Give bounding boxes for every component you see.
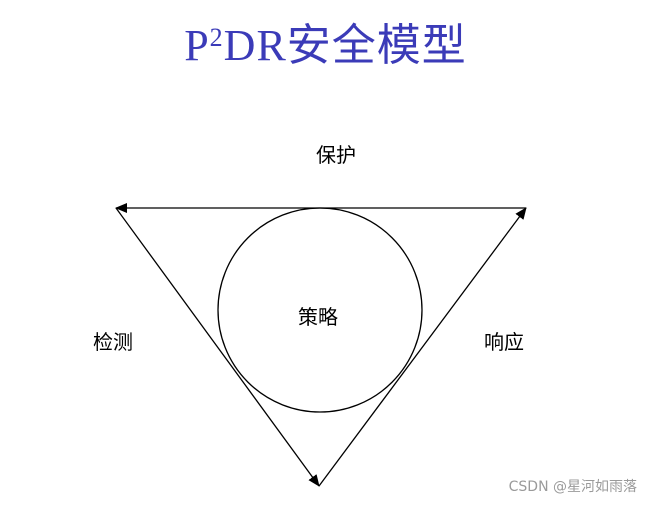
detect-arrow: [115, 207, 320, 487]
title-superscript: 2: [209, 23, 224, 52]
policy-circle: [217, 207, 423, 413]
title-prefix: P: [184, 21, 210, 70]
respond-arrow: [318, 207, 527, 487]
title-rest: DR安全模型: [223, 21, 467, 70]
policy-label: 策略: [298, 305, 338, 329]
page-title: P2DR安全模型: [0, 18, 651, 74]
protect-label: 保护: [316, 143, 356, 167]
watermark: CSDN @星河如雨落: [508, 479, 637, 495]
detect-label: 检测: [93, 330, 133, 354]
respond-label: 响应: [484, 330, 524, 354]
